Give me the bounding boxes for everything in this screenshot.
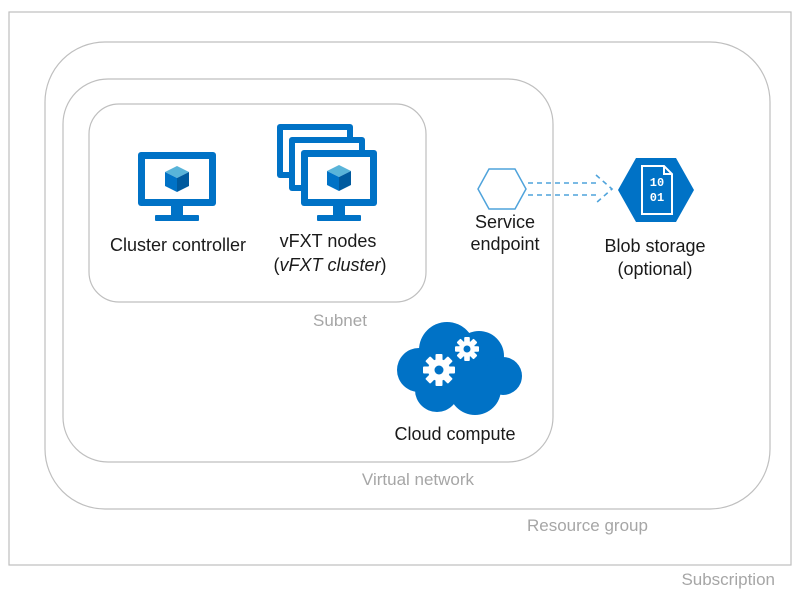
cloud-compute-node: Cloud compute bbox=[394, 322, 522, 444]
cloud-compute-label: Cloud compute bbox=[394, 424, 515, 444]
blob-storage-node: 10 01 Blob storage (optional) bbox=[604, 158, 706, 279]
service-endpoint-label-line1: Service bbox=[475, 212, 535, 232]
hexagon-icon bbox=[477, 168, 527, 210]
virtual-network-label: Virtual network bbox=[362, 470, 475, 489]
blob-storage-icon: 10 01 bbox=[618, 158, 694, 222]
blob-storage-label-line2: (optional) bbox=[617, 259, 692, 279]
vfxt-cluster-label: (vFXT cluster) bbox=[273, 255, 386, 275]
resource-group-container: Resource group bbox=[44, 41, 771, 535]
virtual-network-container: Virtual network bbox=[62, 78, 554, 489]
service-endpoint-label-line2: endpoint bbox=[470, 234, 539, 254]
subnet-label: Subnet bbox=[313, 311, 367, 330]
vfxt-nodes-label: vFXT nodes bbox=[280, 231, 377, 251]
cluster-controller-label: Cluster controller bbox=[110, 235, 246, 255]
service-endpoint-node: Service endpoint bbox=[470, 168, 540, 254]
cluster-controller-node: Cluster controller bbox=[110, 152, 246, 255]
stacked-virtual-machines-icon bbox=[277, 124, 377, 221]
resource-group-label: Resource group bbox=[527, 516, 648, 535]
vfxt-cluster-open-paren: ( bbox=[273, 255, 279, 275]
blob-glyph-line1: 10 bbox=[650, 176, 664, 190]
cloud-gears-icon bbox=[397, 322, 522, 415]
subscription-label: Subscription bbox=[681, 570, 775, 589]
vfxt-nodes-node: vFXT nodes (vFXT cluster) bbox=[273, 124, 387, 275]
vfxt-cluster-close-paren: ) bbox=[381, 255, 387, 275]
subscription-container: Subscription bbox=[8, 11, 792, 589]
subnet-container: Subnet bbox=[88, 103, 427, 330]
virtual-machine-icon bbox=[138, 152, 216, 221]
blob-glyph-line2: 01 bbox=[650, 191, 664, 205]
vfxt-cluster-italic: vFXT cluster bbox=[279, 255, 381, 275]
blob-storage-label-line1: Blob storage bbox=[604, 236, 705, 256]
endpoint-to-blob-arrow bbox=[528, 174, 614, 204]
